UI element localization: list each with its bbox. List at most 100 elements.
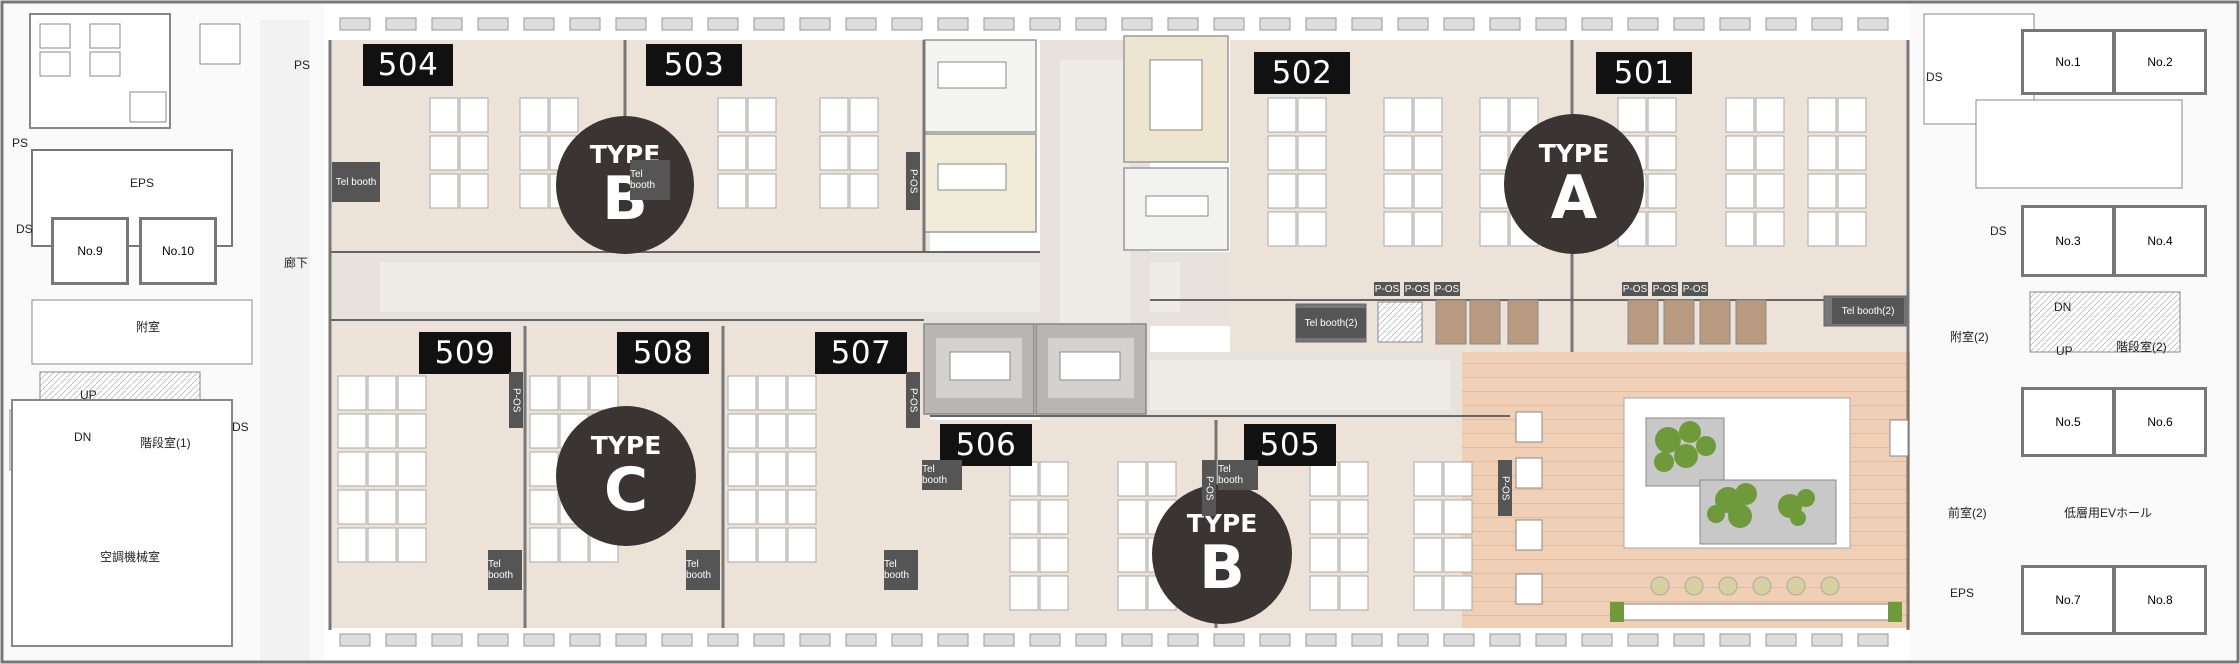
- window-mullion: [1075, 633, 1107, 647]
- window-mullion: [1121, 17, 1153, 31]
- desk: [1479, 173, 1509, 209]
- room-label: PS: [294, 58, 311, 72]
- window-mullion: [1259, 17, 1291, 31]
- elevator: No.6: [2114, 388, 2206, 456]
- desk: [1309, 461, 1339, 497]
- office-number-label: 504: [363, 44, 453, 86]
- desk: [1117, 499, 1147, 535]
- desk: [367, 413, 397, 449]
- window-mullion: [1397, 633, 1429, 647]
- room-label: 空調機械室: [100, 550, 161, 564]
- desk: [337, 413, 367, 449]
- room-label: 附室(2): [1950, 330, 1989, 344]
- desk: [1297, 135, 1327, 171]
- desk: [1147, 461, 1177, 497]
- window-mullion: [1259, 633, 1291, 647]
- desk: [1807, 173, 1837, 209]
- elevator: No.4: [2114, 206, 2206, 276]
- desk: [429, 135, 459, 171]
- desk: [529, 527, 559, 563]
- window-mullion: [1351, 17, 1383, 31]
- desk: [1755, 173, 1785, 209]
- office-number-label: 503: [646, 44, 742, 86]
- desk: [787, 489, 817, 525]
- type-badge: TYPE A: [1504, 114, 1644, 254]
- desk: [519, 135, 549, 171]
- room-label: UP: [2056, 344, 2073, 358]
- window-mullion: [661, 633, 693, 647]
- room-label: EPS: [1950, 586, 1975, 600]
- desk: [787, 527, 817, 563]
- desk: [1339, 461, 1369, 497]
- tel-booth: Tel booth: [488, 550, 522, 590]
- desk: [1267, 135, 1297, 171]
- desk: [559, 527, 589, 563]
- desk: [367, 527, 397, 563]
- type-badge-letter: A: [1550, 162, 1598, 233]
- desk: [1117, 461, 1147, 497]
- desk: [849, 135, 879, 171]
- desk: [1755, 211, 1785, 247]
- window-mullion: [1213, 633, 1245, 647]
- window-mullion: [615, 633, 647, 647]
- desk: [1039, 499, 1069, 535]
- window-mullion: [1811, 17, 1843, 31]
- desk: [1009, 537, 1039, 573]
- window-mullion: [1213, 17, 1245, 31]
- window-mullion: [983, 17, 1015, 31]
- window-mullion: [1351, 633, 1383, 647]
- desk: [717, 135, 747, 171]
- tel-booth: Tel booth: [922, 460, 962, 490]
- office-number-label: 508: [617, 332, 709, 374]
- desk: [337, 527, 367, 563]
- desk: [1339, 499, 1369, 535]
- desk: [1837, 211, 1867, 247]
- tel-booth: Tel booth: [630, 160, 670, 200]
- desk: [787, 451, 817, 487]
- desk: [727, 451, 757, 487]
- desk: [459, 97, 489, 133]
- desk: [1009, 499, 1039, 535]
- desk: [1443, 537, 1473, 573]
- desk: [1413, 97, 1443, 133]
- window-mullion: [569, 633, 601, 647]
- desk: [1009, 461, 1039, 497]
- desk: [1383, 97, 1413, 133]
- desk: [529, 413, 559, 449]
- window-mullion: [1167, 17, 1199, 31]
- tel-booth: Tel booth: [332, 162, 380, 202]
- office-number-label: 507: [815, 332, 907, 374]
- office-number-label: 506: [940, 424, 1032, 466]
- desk: [1339, 575, 1369, 611]
- desk: [529, 451, 559, 487]
- elevator: No.2: [2114, 30, 2206, 94]
- window-mullion: [891, 633, 923, 647]
- office-number-label: 505: [1244, 424, 1336, 466]
- window-mullion: [431, 17, 463, 31]
- type-badge-word: TYPE: [1186, 508, 1258, 538]
- tel-booth: Tel booth(2): [1296, 308, 1366, 338]
- elevator: No.1: [2022, 30, 2114, 94]
- desk: [1755, 135, 1785, 171]
- window-mullion: [1535, 17, 1567, 31]
- desk: [337, 375, 367, 411]
- window-mullion: [937, 17, 969, 31]
- window-mullion: [477, 17, 509, 31]
- window-mullion: [1719, 633, 1751, 647]
- window-mullion: [799, 17, 831, 31]
- desk: [559, 375, 589, 411]
- room-label: DN: [2054, 300, 2072, 314]
- room-label: PS: [12, 136, 29, 150]
- desk: [1117, 537, 1147, 573]
- window-mullion: [1029, 633, 1061, 647]
- window-mullion: [1305, 633, 1337, 647]
- window-mullion: [1167, 633, 1199, 647]
- desk: [1413, 135, 1443, 171]
- type-badge-word: TYPE: [590, 430, 662, 460]
- window-mullion: [1765, 633, 1797, 647]
- window-mullion: [1673, 633, 1705, 647]
- desk: [367, 375, 397, 411]
- desk: [1807, 211, 1837, 247]
